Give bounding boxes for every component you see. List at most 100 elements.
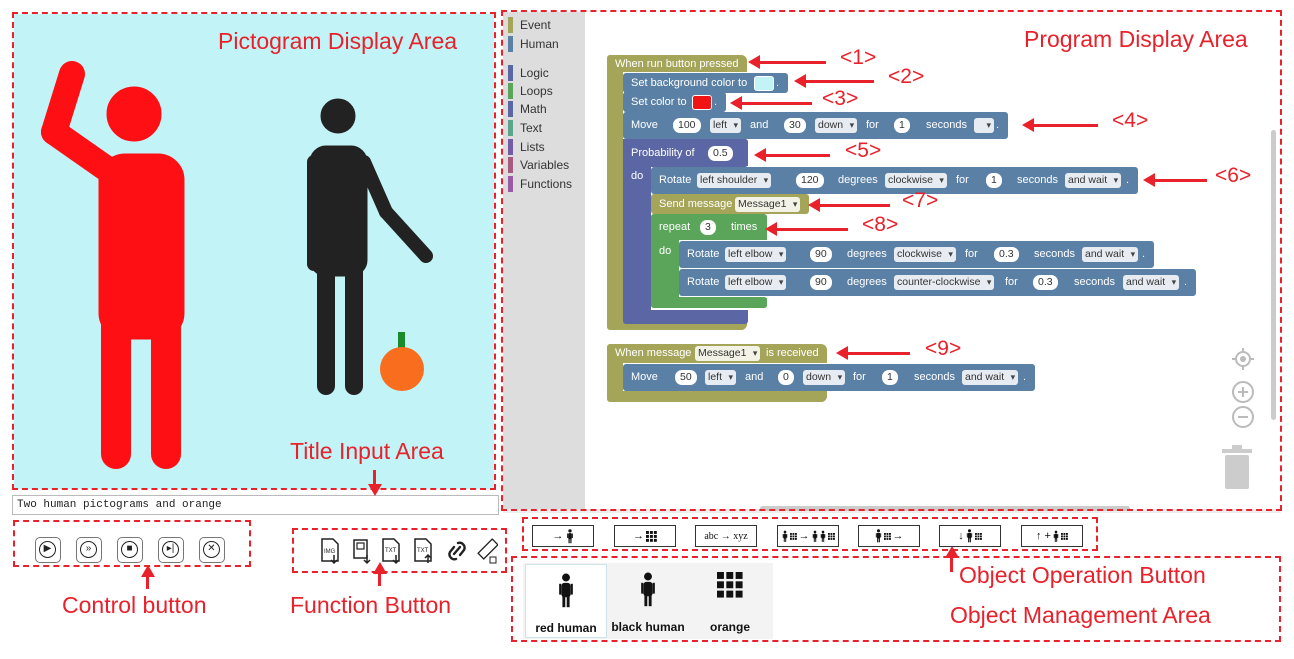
toolbox-item-math[interactable]: Math [508, 101, 547, 117]
program-display-area-label: Program Display Area [1024, 26, 1248, 52]
rotate3-degree-field[interactable]: 90 [810, 275, 832, 290]
toolbox-item-text[interactable]: Text [508, 120, 542, 136]
toolbox-item-functions[interactable]: Functions [508, 176, 572, 192]
close-button[interactable]: ✕ [199, 537, 225, 563]
vertical-scrollbar[interactable] [1271, 130, 1276, 420]
object-card-black-human[interactable]: black human [607, 564, 689, 638]
recenter-icon[interactable] [1232, 348, 1254, 370]
toolbox-item-variables[interactable]: Variables [508, 157, 569, 173]
set-background-dot: . [776, 77, 780, 89]
toolbox-item-human[interactable]: Human [508, 36, 559, 52]
move-x-field[interactable]: 100 [673, 118, 701, 133]
rotate2-seconds-label: seconds [1034, 248, 1075, 260]
object-operation-button-5[interactable]: → [858, 525, 920, 547]
rotate2-dot: . [1142, 248, 1146, 260]
move2-direction2-dropdown[interactable]: down [803, 370, 846, 385]
object-operation-button-4[interactable]: → [777, 525, 839, 547]
rotate2-wait-dropdown[interactable]: and wait [1082, 247, 1139, 262]
callout-label-5: <5> [845, 139, 882, 162]
toolbox-category-color [508, 139, 513, 155]
rotate2-time-field[interactable]: 0.3 [994, 247, 1019, 262]
link-icon[interactable] [446, 537, 468, 565]
object-operation-button-1[interactable]: → [532, 525, 594, 547]
rotate3-wait-dropdown[interactable]: and wait [1123, 275, 1180, 290]
save-program-icon[interactable] [351, 537, 373, 565]
black-human-figure[interactable] [307, 98, 433, 395]
when-message-label: When message [615, 347, 692, 359]
trash-icon[interactable] [1220, 445, 1254, 491]
arrow-to-grid-icon: → [633, 526, 657, 546]
object-operation-button-7[interactable]: ↑ + [1021, 525, 1083, 547]
toolbox-category-color [508, 65, 513, 81]
rotate3-part-dropdown[interactable]: left elbow [725, 275, 787, 290]
when-message-dropdown[interactable]: Message1 [695, 346, 761, 361]
export-text-icon[interactable]: TXT [381, 537, 403, 565]
save-image-icon[interactable]: IMG [320, 537, 342, 565]
object-operation-area-outline [522, 517, 1098, 551]
rotate1-time-field[interactable]: 1 [986, 173, 1002, 188]
object-management-area-label: Object Management Area [950, 602, 1211, 628]
rotate3-direction-dropdown[interactable]: counter-clockwise [894, 275, 995, 290]
toolbox-item-logic[interactable]: Logic [508, 65, 549, 81]
object-operation-button-6[interactable]: ↓ [939, 525, 1001, 547]
stop-button[interactable]: ■ [117, 537, 143, 563]
background-color-swatch[interactable] [754, 76, 774, 91]
rotate1-wait-dropdown[interactable]: and wait [1065, 173, 1122, 188]
zoom-in-icon[interactable] [1231, 380, 1255, 404]
callout-arrow-line [775, 228, 848, 231]
callout-arrow-line [846, 352, 910, 355]
move-direction1-dropdown[interactable]: left [710, 118, 742, 133]
move2-x-field[interactable]: 50 [675, 370, 697, 385]
object-card-red-human[interactable]: red human [525, 564, 607, 638]
rotate1-direction-dropdown[interactable]: clockwise [885, 173, 947, 188]
set-background-block[interactable] [623, 73, 788, 93]
ruler-icon[interactable] [476, 537, 498, 565]
callout-arrow-head [836, 346, 848, 360]
callout-arrow-head [765, 222, 777, 236]
object-operation-button-2[interactable]: → [614, 525, 676, 547]
play-button[interactable]: ▶ [35, 537, 61, 563]
probability-foot [623, 310, 748, 320]
probability-value-field[interactable]: 0.5 [708, 146, 733, 161]
move-direction2-dropdown[interactable]: down [815, 118, 858, 133]
move-time-field[interactable]: 1 [894, 118, 910, 133]
move2-and-label: and [745, 371, 764, 383]
import-text-icon[interactable]: TXT [413, 537, 435, 565]
send-message-dropdown[interactable]: Message1 [735, 197, 801, 212]
set-color-dot: . [714, 96, 718, 108]
toolbox-item-event[interactable]: Event [508, 17, 551, 33]
object-operation-button-3[interactable]: abc → xyz [695, 525, 757, 547]
move2-seconds-label: seconds [914, 371, 955, 383]
step-button[interactable]: ▸| [158, 537, 184, 563]
move-wait-dropdown[interactable] [974, 118, 994, 133]
when-run-block-spine [607, 55, 623, 330]
toolbox-category-color [508, 17, 513, 33]
rotate2-degree-field[interactable]: 90 [810, 247, 832, 262]
move2-wait-dropdown[interactable]: and wait [962, 370, 1019, 385]
repeat-times-label: times [731, 221, 758, 233]
orange-figure[interactable] [380, 332, 424, 391]
title-input[interactable] [12, 495, 499, 515]
fg-color-swatch[interactable] [692, 95, 712, 110]
callout-arrow-head [730, 96, 742, 110]
operation-arrow-head [945, 546, 959, 558]
zoom-out-icon[interactable] [1231, 405, 1255, 429]
probability-label: Probability of [631, 147, 695, 159]
move2-time-field[interactable]: 1 [882, 370, 898, 385]
rotate2-part-dropdown[interactable]: left elbow [725, 247, 787, 262]
toolbox-item-label: Variables [520, 158, 570, 172]
move-y-field[interactable]: 30 [784, 118, 806, 133]
horizontal-scrollbar[interactable] [760, 506, 1130, 511]
rotate1-part-dropdown[interactable]: left shoulder [697, 173, 772, 188]
rotate2-direction-dropdown[interactable]: clockwise [894, 247, 956, 262]
move2-y-field[interactable]: 0 [778, 370, 794, 385]
rotate1-degree-field[interactable]: 120 [796, 173, 824, 188]
object-card-orange[interactable]: orange [689, 564, 771, 638]
move2-direction1-dropdown[interactable]: left [705, 370, 737, 385]
fast-forward-button[interactable]: » [76, 537, 102, 563]
rotate3-time-field[interactable]: 0.3 [1033, 275, 1058, 290]
toolbox-item-lists[interactable]: Lists [508, 139, 545, 155]
toolbox-item-loops[interactable]: Loops [508, 83, 553, 99]
repeat-count-field[interactable]: 3 [700, 220, 716, 235]
red-human-figure[interactable] [41, 61, 185, 469]
